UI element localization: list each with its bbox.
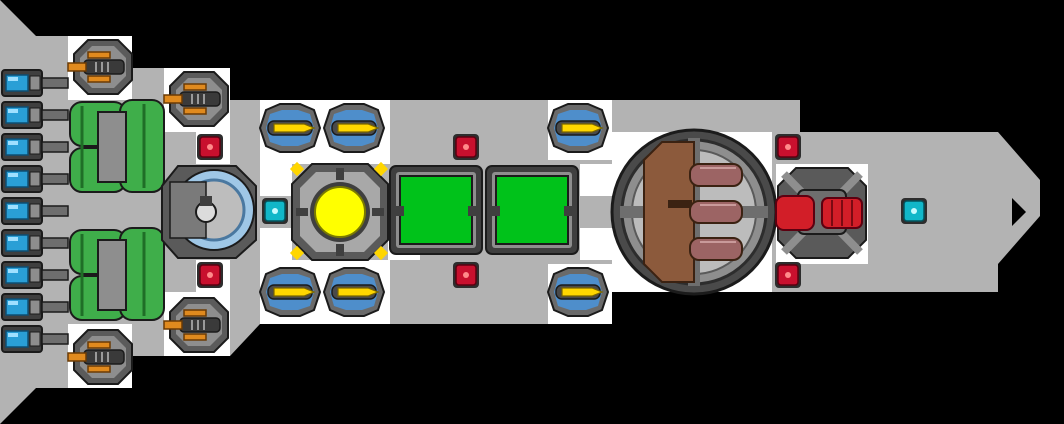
- fuel-tank-upper: [69, 99, 165, 193]
- thruster-icon: [259, 267, 321, 317]
- thruster-icon: [547, 103, 609, 153]
- red-module-icon[interactable]: [452, 261, 480, 289]
- floor-tile: [580, 228, 612, 260]
- reactor-core[interactable]: [289, 161, 389, 261]
- red-module-icon[interactable]: [774, 133, 802, 161]
- floor-tile: [260, 228, 292, 260]
- thruster-icon: [323, 267, 385, 317]
- floor-tile: [580, 164, 612, 196]
- green-panel-icon[interactable]: [485, 165, 579, 255]
- triple-cannon-turret[interactable]: [610, 128, 778, 296]
- red-missile-launcher[interactable]: [775, 167, 867, 259]
- green-panel-icon[interactable]: [389, 165, 483, 255]
- red-module-icon[interactable]: [196, 261, 224, 289]
- fuel-tank-lower: [69, 227, 165, 321]
- cyan-module-icon[interactable]: [900, 197, 928, 225]
- red-module-icon[interactable]: [774, 261, 802, 289]
- hull-nose-notch: [1012, 198, 1026, 226]
- red-module-icon[interactable]: [196, 133, 224, 161]
- shield-generator[interactable]: [161, 165, 257, 259]
- thruster-icon: [323, 103, 385, 153]
- floor-tile: [260, 164, 292, 196]
- cyan-module-icon[interactable]: [261, 197, 289, 225]
- red-module-icon[interactable]: [452, 133, 480, 161]
- engine-bank: [1, 69, 69, 353]
- thruster-icon: [547, 267, 609, 317]
- thruster-icon: [259, 103, 321, 153]
